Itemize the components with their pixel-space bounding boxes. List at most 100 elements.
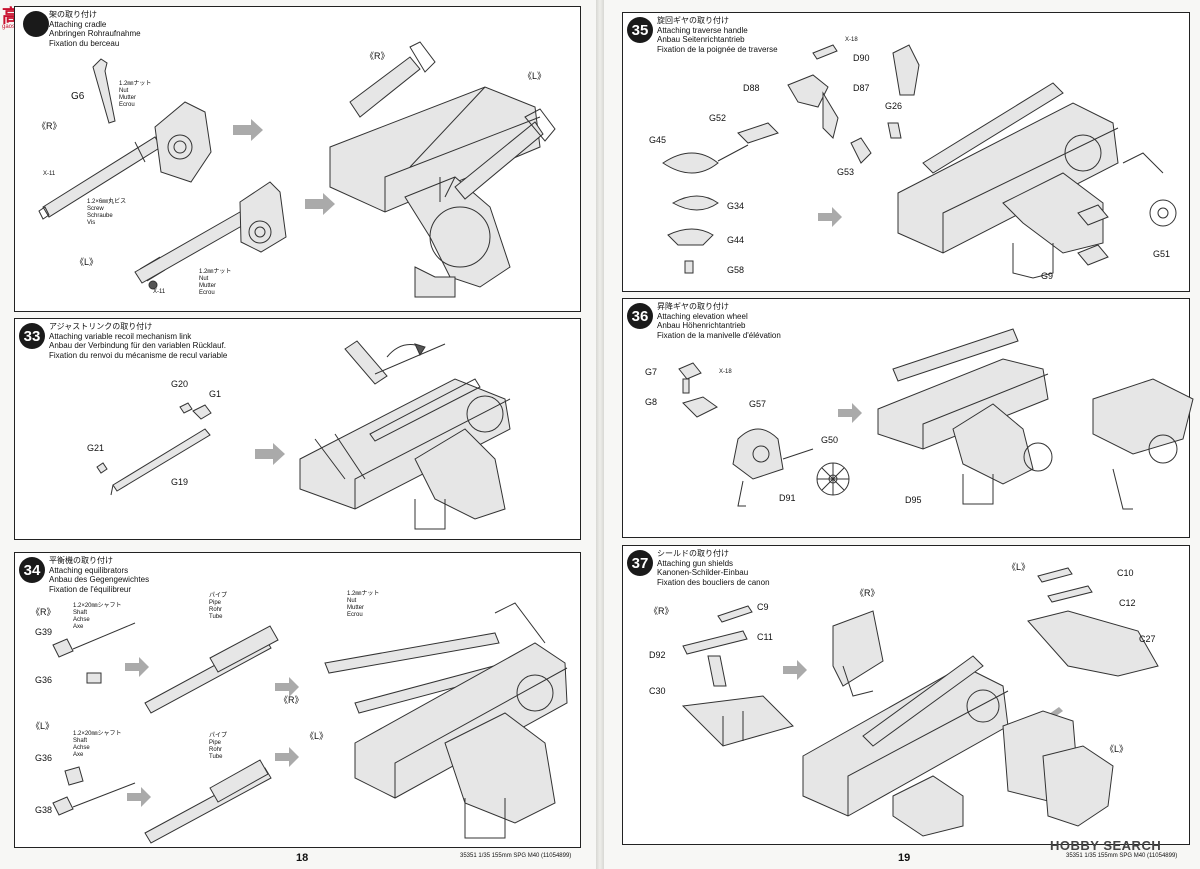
label-r: 《R》 bbox=[649, 606, 674, 616]
label-g36-2: G36 bbox=[35, 753, 53, 763]
label-g6: G6 bbox=[71, 91, 85, 102]
label-g7: G7 bbox=[645, 367, 658, 377]
label-g51: G51 bbox=[1153, 249, 1171, 259]
step-badge bbox=[23, 11, 49, 37]
label-c11: C11 bbox=[757, 632, 773, 642]
step-badge: 35 bbox=[627, 17, 653, 43]
title-fr: Fixation de l'équilibreur bbox=[49, 584, 132, 594]
title-de: Anbau der Verbindung für den variablen R… bbox=[49, 341, 227, 350]
title-ja: 平衡機の取り付け bbox=[49, 556, 113, 565]
title-en: Attaching gun shields bbox=[657, 558, 734, 568]
title-de: Anbau Seitenrichtantrieb bbox=[657, 35, 745, 44]
title-fr: Fixation du berceau bbox=[49, 38, 120, 48]
step-titles: 架の取り付け Attaching cradle Anbringen Rohrau… bbox=[49, 10, 141, 48]
page-number-right: 19 bbox=[898, 852, 911, 864]
label-l-2: 《L》 bbox=[1105, 744, 1129, 754]
label-c10: C10 bbox=[1117, 568, 1134, 578]
label-l-2: 《L》 bbox=[523, 71, 547, 81]
footer-right: 35351 1/35 155mm SPG M40 (11054899) bbox=[1066, 853, 1178, 859]
label-g8: G8 bbox=[645, 397, 658, 407]
label-d88: D88 bbox=[743, 83, 760, 93]
title-en: Attaching cradle bbox=[49, 19, 107, 29]
label-d90: D90 bbox=[853, 53, 870, 63]
title-en: Attaching elevation wheel bbox=[657, 311, 748, 321]
equilibrators-drawing bbox=[52, 602, 568, 844]
label-c9: C9 bbox=[757, 602, 769, 612]
label-r-2: 《R》 bbox=[279, 695, 304, 705]
label-d91: D91 bbox=[779, 493, 796, 503]
label-r: 《R》 bbox=[37, 121, 62, 131]
label-g39: G39 bbox=[35, 627, 53, 637]
label-d95: D95 bbox=[905, 495, 922, 505]
label-c30: C30 bbox=[649, 686, 666, 696]
title-ja: アジャストリンクの取り付け bbox=[49, 322, 153, 331]
label-g50: G50 bbox=[821, 435, 839, 445]
label-screw: 1.2×6㎜丸ビス Screw Schraube Vis bbox=[87, 199, 127, 226]
label-l-2: 《L》 bbox=[305, 731, 329, 741]
footer-left: 35351 1/35 155mm SPG M40 (11054899) bbox=[460, 853, 572, 859]
step-badge: 37 bbox=[627, 550, 653, 576]
step-35: 35 旋回ギヤの取り付け Attaching traverse handle A… bbox=[622, 12, 1190, 292]
label-r-2: 《R》 bbox=[365, 51, 390, 61]
label-g20: G20 bbox=[171, 379, 189, 389]
title-de: Kanonen-Schilder-Einbau bbox=[657, 568, 749, 577]
label-l: 《L》 bbox=[31, 721, 55, 731]
label-g34: G34 bbox=[727, 201, 745, 211]
label-nut-2: 1.2㎜ナット Nut Mutter Ecrou bbox=[199, 269, 232, 296]
label-g26: G26 bbox=[885, 101, 903, 111]
label-r: 《R》 bbox=[31, 607, 56, 617]
label-g36: G36 bbox=[35, 675, 53, 685]
traverse-handle-drawing bbox=[662, 44, 1177, 279]
page-number-left: 18 bbox=[296, 852, 309, 864]
title-en: Attaching traverse handle bbox=[657, 25, 748, 35]
step-badge: 36 bbox=[627, 303, 653, 329]
step-titles: 平衡機の取り付け Attaching equilibrators Anbau d… bbox=[49, 556, 149, 594]
label-nut: 1.2㎜ナット Nut Mutter Ecrou bbox=[119, 81, 152, 108]
recoil-link-drawing bbox=[96, 340, 511, 530]
step-titles: シールドの取り付け Attaching gun shields Kanonen-… bbox=[657, 549, 770, 587]
title-ja: 架の取り付け bbox=[49, 10, 97, 19]
title-de: Anbringen Rohraufnahme bbox=[49, 29, 141, 38]
step-badge: 34 bbox=[19, 557, 45, 583]
title-ja: 旋回ギヤの取り付け bbox=[657, 16, 729, 25]
label-pipe-2: パイプ Pipe Rohr Tube bbox=[209, 733, 228, 760]
page-gutter bbox=[596, 0, 604, 869]
title-en: Attaching variable recoil mechanism link bbox=[49, 331, 192, 341]
label-r-2: 《R》 bbox=[855, 588, 880, 598]
watermark-text: HOBBY SEARCH bbox=[1050, 838, 1162, 853]
gun-shields-drawing bbox=[681, 567, 1159, 837]
step-34: 34 平衡機の取り付け Attaching equilibrators Anba… bbox=[14, 552, 581, 848]
title-de: Anbau Höhenrichtantrieb bbox=[657, 321, 746, 330]
label-g1: G1 bbox=[209, 389, 222, 399]
label-d92: D92 bbox=[649, 650, 666, 660]
label-x11-2: X-11 bbox=[153, 289, 166, 295]
label-g58: G58 bbox=[727, 265, 745, 275]
title-fr: Fixation de la poignée de traverse bbox=[657, 44, 778, 54]
label-g19: G19 bbox=[171, 477, 189, 487]
label-g38: G38 bbox=[35, 805, 53, 815]
title-de: Anbau des Gegengewichtes bbox=[49, 575, 150, 584]
title-ja: 昇降ギヤの取り付け bbox=[657, 302, 729, 311]
step-36: 36 昇降ギヤの取り付け Attaching elevation wheel A… bbox=[622, 298, 1194, 538]
step-titles: 旋回ギヤの取り付け Attaching traverse handle Anba… bbox=[657, 16, 778, 54]
step-titles: 昇降ギヤの取り付け Attaching elevation wheel Anba… bbox=[657, 302, 781, 340]
title-fr: Fixation des boucliers de canon bbox=[657, 577, 770, 587]
title-fr: Fixation du renvoi du mécanisme de recul… bbox=[49, 350, 228, 360]
elevation-wheel-drawing bbox=[678, 328, 1194, 510]
label-l: 《L》 bbox=[1007, 562, 1031, 572]
step-cradle: 架の取り付け Attaching cradle Anbringen Rohrau… bbox=[14, 6, 581, 312]
title-en: Attaching equilibrators bbox=[49, 565, 129, 575]
title-fr: Fixation de la manivelle d'élévation bbox=[657, 330, 781, 340]
label-c27: C27 bbox=[1139, 634, 1156, 644]
hobby-search-watermark: HOBBY SEARCH bbox=[1050, 838, 1161, 853]
label-x18: X-18 bbox=[845, 37, 858, 43]
step-badge: 33 bbox=[19, 323, 45, 349]
title-ja: シールドの取り付け bbox=[657, 549, 729, 558]
label-shaft: 1.2×20㎜シャフト Shaft Achse Axe bbox=[73, 603, 122, 630]
label-pipe: パイプ Pipe Rohr Tube bbox=[209, 593, 228, 620]
label-d87: D87 bbox=[853, 83, 870, 93]
step-37: 37 シールドの取り付け Attaching gun shields Kanon… bbox=[622, 545, 1190, 845]
label-g52: G52 bbox=[709, 113, 727, 123]
label-nut: 1.2㎜ナット Nut Mutter Ecrou bbox=[347, 591, 380, 618]
label-x11: X-11 bbox=[43, 171, 56, 177]
